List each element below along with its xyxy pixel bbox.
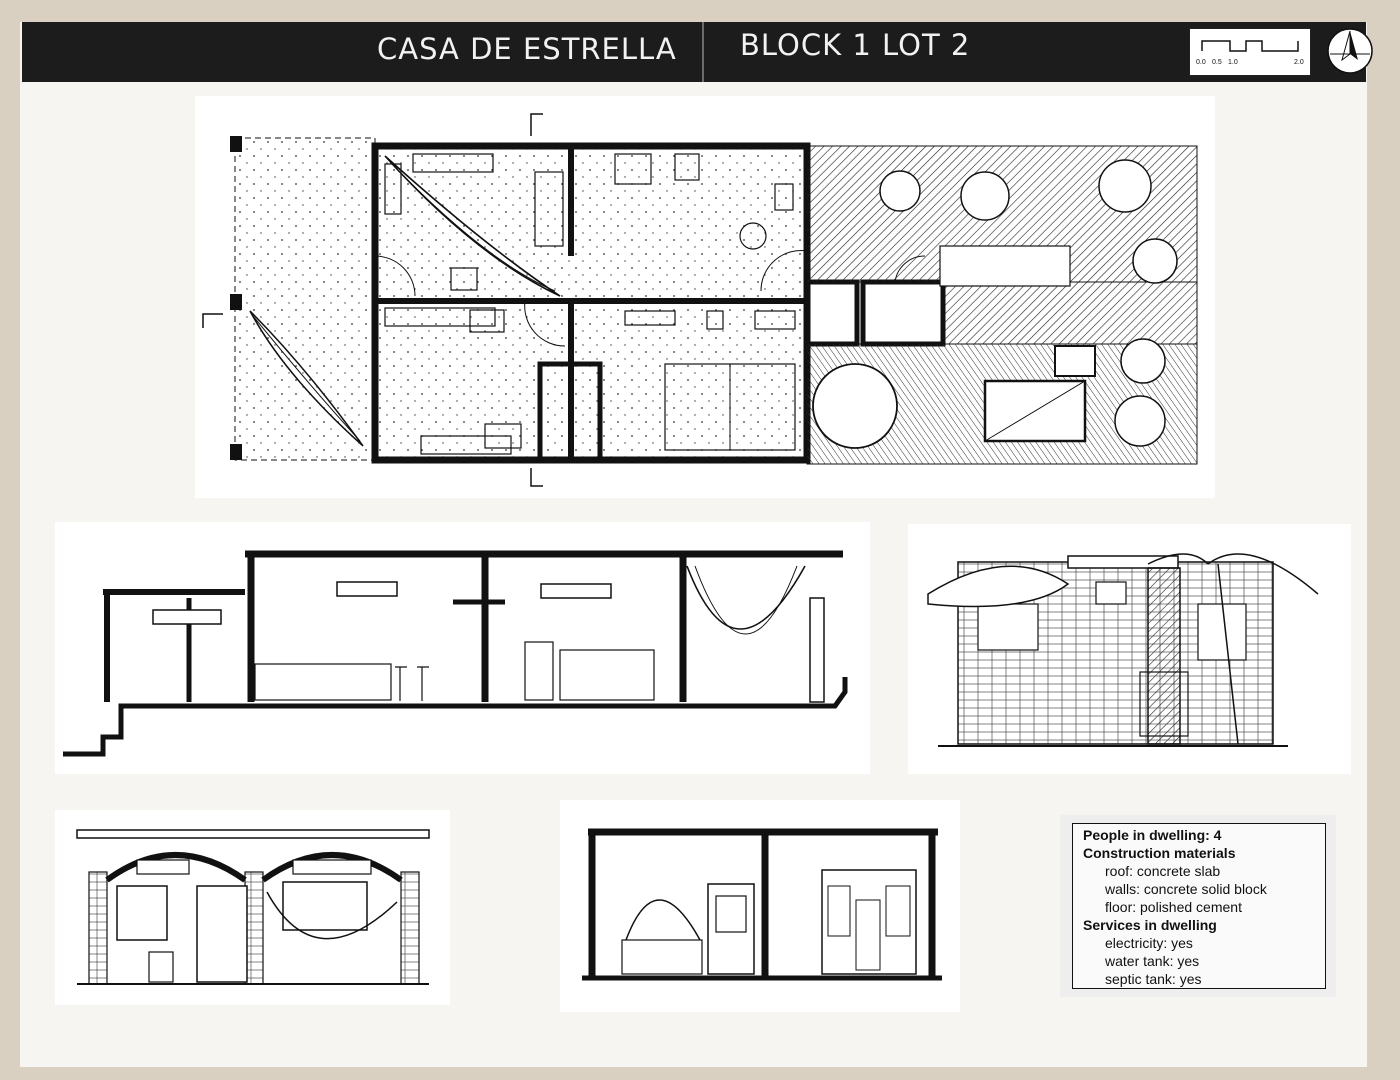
services-heading: Services in dwelling <box>1083 917 1217 933</box>
scale-label-3: 2.0 <box>1294 59 1304 66</box>
north-arrow-icon <box>1327 28 1373 74</box>
elevation-sketch-drawing <box>927 553 1319 747</box>
dwelling-info-box: People in dwelling: 4 Construction mater… <box>1072 823 1326 989</box>
scale-label-0: 0.0 <box>1196 59 1206 66</box>
floor-plan-panel <box>195 96 1215 498</box>
dwelling-info-panel: People in dwelling: 4 Construction mater… <box>1060 815 1336 997</box>
lot-title: BLOCK 1 LOT 2 <box>740 28 971 62</box>
floor-plan-drawing <box>202 113 1198 487</box>
walls-material: walls: concrete solid block <box>1105 881 1267 897</box>
scale-label-1: 0.5 <box>1212 59 1222 66</box>
front-elevation-drawing <box>76 829 430 985</box>
water-tank-service: water tank: yes <box>1105 953 1200 969</box>
roof-material: roof: concrete slab <box>1105 863 1221 879</box>
floor-material: floor: polished cement <box>1105 899 1242 915</box>
title-bar: CASA DE ESTRELLA BLOCK 1 LOT 2 0.0 0.5 1… <box>22 22 1373 82</box>
cross-section-drawing <box>582 828 942 981</box>
scale-bar-graphic <box>1201 40 1299 52</box>
scale-label-2: 1.0 <box>1228 59 1238 66</box>
project-title: CASA DE ESTRELLA <box>377 32 677 66</box>
elevation-sketch-panel <box>908 524 1351 774</box>
people-in-dwelling: People in dwelling: 4 <box>1083 827 1222 843</box>
long-section-drawing <box>63 550 848 757</box>
septic-tank-service: septic tank: yes <box>1105 971 1202 987</box>
cross-section-panel <box>560 800 960 1012</box>
long-section-panel <box>55 522 870 774</box>
front-elevation-panel <box>55 810 450 1005</box>
scale-bar: 0.0 0.5 1.0 2.0 <box>1189 28 1311 76</box>
title-divider <box>702 22 704 82</box>
electricity-service: electricity: yes <box>1105 935 1193 951</box>
construction-heading: Construction materials <box>1083 845 1236 861</box>
